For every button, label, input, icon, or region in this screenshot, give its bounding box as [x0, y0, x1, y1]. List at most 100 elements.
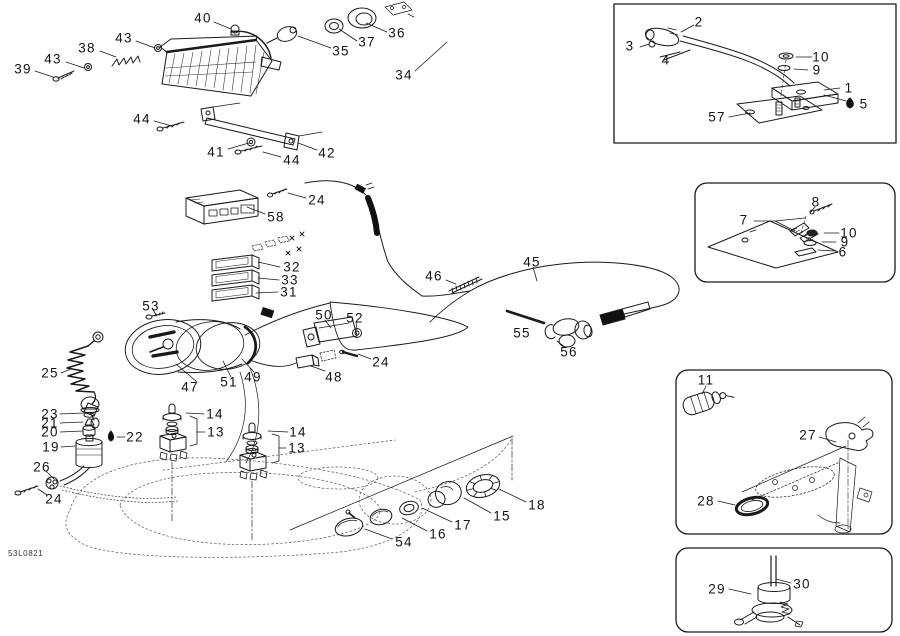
- washer-9: [777, 65, 791, 71]
- part-callout-36: 36: [388, 25, 406, 41]
- tee-connector-56: [544, 318, 593, 348]
- ecu-module: [185, 188, 288, 225]
- part-callout-39: 39: [14, 61, 32, 77]
- spoked-ring-18: [465, 473, 501, 499]
- ignition-switch-parts: [334, 473, 501, 537]
- inset-box-mid-right: [694, 182, 896, 283]
- part-callout-22: 22: [126, 429, 144, 445]
- washer-9b: [803, 240, 817, 246]
- bezel-16: [369, 508, 393, 526]
- part-callout-11: 11: [697, 372, 715, 388]
- part-callout-20: 20: [41, 424, 59, 440]
- part-callout-28: 28: [697, 493, 715, 509]
- part-callout-24: 24: [372, 354, 390, 370]
- part-callout-23: 23: [41, 406, 59, 422]
- switch-housing-50: [249, 316, 362, 369]
- harness-plug: [354, 183, 366, 194]
- headlight-bulb: [230, 24, 240, 36]
- nut-10b: [806, 229, 818, 237]
- inset-plate-assembly: [707, 203, 839, 269]
- part-callout-54: 54: [395, 534, 413, 550]
- part-callout-13: 13: [207, 424, 225, 440]
- part-callout-5: 5: [859, 96, 869, 112]
- reflector-ring-36: [347, 7, 377, 29]
- part-callout-33: 33: [281, 272, 299, 288]
- screw-39: [52, 70, 75, 82]
- nut-43-lower: [84, 63, 92, 71]
- nut-41: [246, 137, 256, 147]
- part-callout-52: 52: [346, 310, 364, 326]
- bolt-on-wire: [260, 307, 275, 319]
- screw-24-mid: [339, 349, 359, 358]
- part-callout-3: 3: [625, 38, 635, 54]
- sensor-cable: [679, 40, 791, 87]
- part-callout-48: 48: [325, 369, 343, 385]
- inset-box-lower-right: [675, 369, 893, 535]
- part-callout-2: 2: [694, 14, 704, 30]
- part-callout-46: 46: [425, 268, 443, 284]
- part-callout-45: 45: [523, 254, 541, 270]
- part-callout-27: 27: [799, 427, 817, 443]
- connector-48: [295, 354, 320, 369]
- part-callout-42: 42: [318, 145, 336, 161]
- fuse-boxes: [211, 231, 305, 302]
- part-callout-10: 10: [812, 49, 830, 65]
- mounting-bar-assembly: [156, 102, 323, 155]
- part-callout-50: 50: [315, 307, 333, 323]
- part-callout-43: 43: [115, 30, 133, 46]
- part-callout-18: 18: [528, 497, 546, 513]
- part-callout-4: 4: [661, 52, 671, 68]
- part-callout-26: 26: [33, 459, 51, 475]
- part-callout-29: 29: [708, 581, 726, 597]
- part-callout-8: 8: [811, 194, 821, 210]
- part-callout-9: 9: [812, 62, 822, 78]
- steering-sketch: [741, 439, 873, 536]
- part-callout-16: 16: [429, 526, 447, 542]
- inset-box-bottom-right: [675, 547, 893, 633]
- nut-43-upper: [154, 44, 162, 52]
- part-callout-24: 24: [308, 192, 326, 208]
- oring-28: [734, 495, 770, 517]
- part-callout-38: 38: [78, 40, 96, 56]
- connector-26: [45, 476, 59, 490]
- inset-valve-assembly: [734, 555, 804, 628]
- cup-20: [82, 425, 96, 437]
- part-callout-15: 15: [493, 508, 511, 524]
- part-callout-7: 7: [739, 212, 749, 228]
- part-callout-37: 37: [358, 34, 376, 50]
- bracket-27: [825, 416, 874, 451]
- connector-ferrule-56-black: [599, 301, 651, 326]
- headlight-assembly: [159, 1, 415, 97]
- part-callout-47: 47: [181, 379, 199, 395]
- part-callout-14: 14: [289, 424, 307, 440]
- part-callout-55: 55: [513, 325, 531, 341]
- console-outline: [65, 437, 513, 558]
- part-callout-19: 19: [42, 439, 60, 455]
- part-callout-34: 34: [395, 67, 413, 83]
- wiring-harness: [225, 180, 680, 464]
- spring-38: [111, 55, 141, 67]
- part-callout-25: 25: [41, 365, 59, 381]
- lubricant-drop-icon-5: [846, 97, 854, 109]
- part-callout-9: 9: [840, 234, 850, 250]
- retainer-ring-37: [324, 18, 344, 34]
- part-callout-31: 31: [280, 284, 298, 300]
- part-callout-56: 56: [560, 344, 578, 360]
- harness-sleeve: [365, 195, 380, 236]
- spring-detail: [779, 601, 791, 615]
- ring-51: [195, 322, 261, 370]
- part-callout-10: 10: [840, 225, 858, 241]
- ring-17: [399, 500, 419, 516]
- part-callout-44: 44: [283, 152, 301, 168]
- part-callout-6: 6: [838, 244, 848, 260]
- part-callout-41: 41: [207, 144, 225, 160]
- part-callout-21: 21: [41, 415, 59, 431]
- cone-21: [84, 418, 95, 426]
- screw-44-lower: [234, 145, 263, 155]
- tab-6: [794, 247, 817, 257]
- small-bracket-sketch: [384, 1, 415, 18]
- ring-49: [243, 325, 258, 365]
- bracket-plate-57: [736, 95, 823, 124]
